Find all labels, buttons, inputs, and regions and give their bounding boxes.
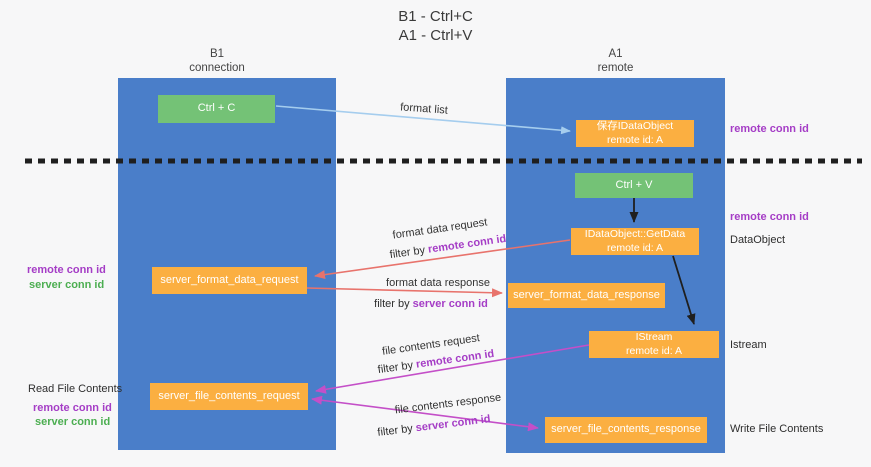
node-server-file-contents-request: server_file_contents_request	[150, 383, 308, 410]
node-server-format-data-response-label: server_format_data_response	[513, 288, 660, 301]
node-server-file-contents-response-label: server_file_contents_response	[551, 423, 701, 436]
node-ctrl-v-label: Ctrl + V	[615, 178, 653, 191]
node-istream: IStream remote id: A	[589, 331, 719, 358]
file-contents-request-arrow	[315, 344, 590, 394]
node-server-file-contents-response: server_file_contents_response	[545, 417, 707, 443]
lane-a1-sub: remote	[597, 62, 634, 74]
annotation-remote-conn-id-left-2: remote conn id	[33, 402, 112, 414]
annotation-remote-conn-id-top: remote conn id	[730, 123, 809, 135]
node-ctrl-c: Ctrl + C	[158, 95, 275, 123]
lane-header-a1: A1 remote	[506, 47, 725, 75]
title-line-1: B1 - Ctrl+C	[398, 8, 473, 25]
annotation-remote-conn-id-mid: remote conn id	[730, 211, 809, 223]
file-contents-response-arrow	[311, 395, 539, 432]
annotation-istream: Istream	[730, 339, 767, 351]
node-save-dataobject-line1: 保存IDataObject	[596, 120, 674, 133]
annotation-server-conn-id-left-1: server conn id	[29, 279, 105, 291]
node-server-format-data-response: server_format_data_response	[508, 283, 665, 308]
node-save-dataobject: 保存IDataObject remote id: A	[576, 120, 694, 147]
diagram-title: B1 - Ctrl+C A1 - Ctrl+V	[0, 7, 871, 45]
edge-label-format-data-response: format data response	[386, 277, 490, 289]
lane-header-b1: B1 connection	[108, 47, 326, 75]
node-server-file-contents-request-label: server_file_contents_request	[158, 389, 300, 402]
node-istream-line2: remote id: A	[625, 344, 683, 357]
format-data-request-arrow	[314, 239, 571, 280]
annotation-write-file-contents: Write File Contents	[730, 423, 824, 435]
title-line-2: A1 - Ctrl+V	[398, 27, 473, 44]
node-server-format-data-request-label: server_format_data_request	[160, 273, 299, 286]
node-server-format-data-request: server_format_data_request	[152, 267, 307, 294]
node-ctrl-c-label: Ctrl + C	[197, 102, 236, 115]
edge-label-filter-server-1: filter by server conn id	[374, 298, 488, 310]
node-istream-line1: IStream	[635, 331, 673, 344]
filter-by-text-2: filter by	[374, 298, 413, 310]
format-list-arrow	[275, 105, 571, 135]
annotation-dataobject: DataObject	[730, 234, 786, 246]
annotation-remote-conn-id-left-1: remote conn id	[27, 264, 106, 276]
node-getdata-line1: IDataObject::GetData	[584, 228, 686, 241]
format-data-response-arrow	[306, 287, 503, 298]
lane-a1-name: A1	[608, 48, 623, 60]
node-save-dataobject-line2: remote id: A	[606, 133, 664, 146]
node-getdata-line2: remote id: A	[606, 241, 664, 254]
node-idataobject-getdata: IDataObject::GetData remote id: A	[571, 228, 699, 255]
annotation-server-conn-id-left-2: server conn id	[35, 416, 111, 428]
node-ctrl-v: Ctrl + V	[575, 173, 693, 198]
lane-b1-name: B1	[209, 48, 225, 60]
filter-key-server-conn-id-1: server conn id	[412, 298, 488, 310]
lane-b1-sub: connection	[189, 62, 245, 74]
getdata-to-istream-arrow	[672, 255, 696, 325]
annotation-read-file-contents: Read File Contents	[28, 383, 123, 395]
